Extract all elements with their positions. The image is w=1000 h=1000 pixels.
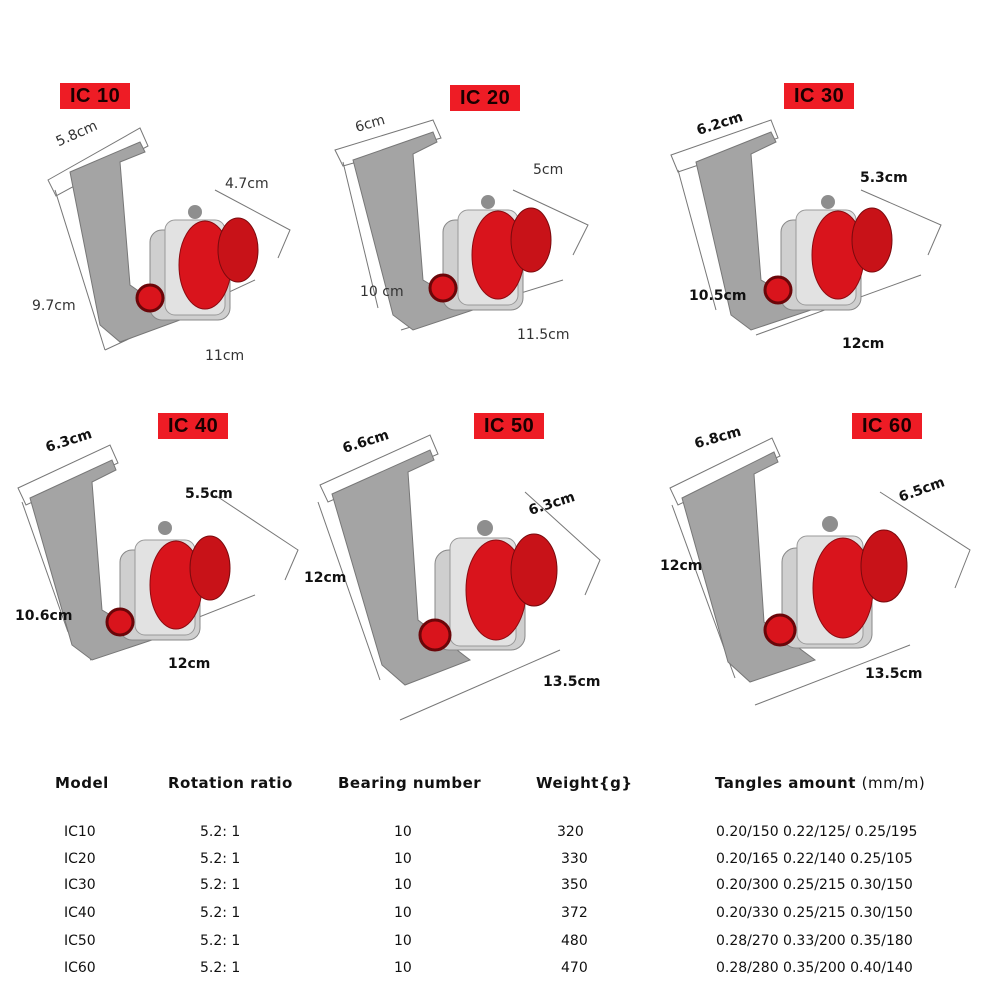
cell-ratio: 5.2: 1 xyxy=(200,851,241,867)
cell-weight: 480 xyxy=(561,933,588,949)
table-row: IC40 5.2: 1 10 372 0.20/330 0.25/215 0.3… xyxy=(0,905,1000,931)
cell-weight: 372 xyxy=(561,905,588,921)
cell-tangles: 0.20/330 0.25/215 0.30/150 xyxy=(716,905,913,921)
height-label: 9.7cm xyxy=(32,298,76,314)
cell-weight: 320 xyxy=(557,824,584,840)
spool-diameter-label: 5cm xyxy=(533,162,564,178)
reel-body-shape xyxy=(695,131,893,331)
cell-bearing: 10 xyxy=(394,851,412,867)
reel-body-shape xyxy=(29,459,231,661)
model-badge: IC 20 xyxy=(450,85,521,111)
reel-panel-ic50: IC 50 6.6cm 6.3cm 12cm 13.5cm xyxy=(300,410,630,770)
spool-diameter-label: 5.3cm xyxy=(860,170,908,186)
cell-weight: 350 xyxy=(561,877,588,893)
reel-ic20-illustration xyxy=(334,119,589,331)
length-label: 11cm xyxy=(205,348,245,364)
header-tangles-label: Tangles amount xyxy=(715,774,856,792)
table-row: IC20 5.2: 1 10 330 0.20/165 0.22/140 0.2… xyxy=(0,851,1000,877)
height-label: 12cm xyxy=(660,558,703,574)
header-rotation-ratio: Rotation ratio xyxy=(168,774,293,792)
spool-diameter-label: 5.5cm xyxy=(185,486,233,502)
cell-bearing: 10 xyxy=(394,933,412,949)
reel-ic60-illustration xyxy=(669,437,971,706)
height-label: 10 cm xyxy=(360,284,404,300)
reel-panel-ic30: IC 30 6.2cm 5.3cm 10.5cm 12cm xyxy=(666,80,996,440)
model-badge: IC 60 xyxy=(852,413,923,439)
cell-model: IC60 xyxy=(64,960,96,976)
reel-body-shape xyxy=(69,141,259,343)
cell-model: IC10 xyxy=(64,824,96,840)
cell-tangles: 0.20/165 0.22/140 0.25/105 xyxy=(716,851,913,867)
length-label: 13.5cm xyxy=(543,674,601,690)
table-row: IC50 5.2: 1 10 480 0.28/270 0.33/200 0.3… xyxy=(0,933,1000,959)
model-badge: IC 50 xyxy=(474,413,545,439)
header-tangles-unit: (mm/m) xyxy=(861,774,926,792)
header-model: Model xyxy=(55,774,109,792)
cell-bearing: 10 xyxy=(394,905,412,921)
reel-body-shape xyxy=(681,451,908,683)
model-badge: IC 30 xyxy=(784,83,855,109)
reel-panel-ic60: IC 60 6.8cm 6.5cm 12cm 13.5cm xyxy=(650,410,980,770)
length-label: 12cm xyxy=(168,656,211,672)
cell-tangles: 0.20/150 0.22/125/ 0.25/195 xyxy=(716,824,918,840)
cell-tangles: 0.20/300 0.25/215 0.30/150 xyxy=(716,877,913,893)
cell-model: IC50 xyxy=(64,933,96,949)
height-label: 10.6cm xyxy=(15,608,73,624)
cell-bearing: 10 xyxy=(394,877,412,893)
height-label: 10.5cm xyxy=(689,288,747,304)
table-row: IC60 5.2: 1 10 470 0.28/280 0.35/200 0.4… xyxy=(0,960,1000,986)
cell-bearing: 10 xyxy=(394,960,412,976)
cell-tangles: 0.28/280 0.35/200 0.40/140 xyxy=(716,960,913,976)
model-badge: IC 40 xyxy=(158,413,229,439)
reel-panel-ic40: IC 40 6.3cm 5.5cm 10.6cm 12cm xyxy=(0,410,330,770)
cell-ratio: 5.2: 1 xyxy=(200,824,241,840)
reel-body-shape xyxy=(331,449,558,686)
reel-panel-ic10: IC 10 5.8cm 4.7cm 9.7cm 11cm xyxy=(0,80,330,440)
spool-diameter-label: 4.7cm xyxy=(225,176,269,192)
length-label: 12cm xyxy=(842,336,885,352)
reel-ic50-illustration xyxy=(317,434,601,721)
header-bearing-number: Bearing number xyxy=(338,774,482,792)
cell-model: IC20 xyxy=(64,851,96,867)
cell-ratio: 5.2: 1 xyxy=(200,877,241,893)
cell-ratio: 5.2: 1 xyxy=(200,933,241,949)
reel-body-shape xyxy=(352,131,552,331)
cell-tangles: 0.28/270 0.33/200 0.35/180 xyxy=(716,933,913,949)
table-row: IC30 5.2: 1 10 350 0.20/300 0.25/215 0.3… xyxy=(0,877,1000,903)
height-label: 12cm xyxy=(304,570,347,586)
reel-ic30-illustration xyxy=(670,119,942,336)
header-tangles-amount: Tangles amount (mm/m) xyxy=(715,774,925,792)
cell-model: IC30 xyxy=(64,877,96,893)
table-row: IC10 5.2: 1 10 320 0.20/150 0.22/125/ 0.… xyxy=(0,824,1000,850)
reel-ic40-illustration xyxy=(17,444,299,661)
reel-ic10-illustration xyxy=(47,127,291,351)
cell-ratio: 5.2: 1 xyxy=(200,960,241,976)
cell-bearing: 10 xyxy=(394,824,412,840)
cell-weight: 470 xyxy=(561,960,588,976)
cell-ratio: 5.2: 1 xyxy=(200,905,241,921)
reel-panel-ic20: IC 20 6cm 5cm 10 cm 11.5cm xyxy=(333,80,663,440)
length-label: 13.5cm xyxy=(865,666,923,682)
model-badge: IC 10 xyxy=(60,83,131,109)
specification-table: Model Rotation ratio Bearing number Weig… xyxy=(0,760,1000,1000)
header-weight: Weight{g} xyxy=(536,774,633,792)
length-label: 11.5cm xyxy=(517,327,570,343)
cell-model: IC40 xyxy=(64,905,96,921)
dimension-lines xyxy=(317,434,601,721)
cell-weight: 330 xyxy=(561,851,588,867)
